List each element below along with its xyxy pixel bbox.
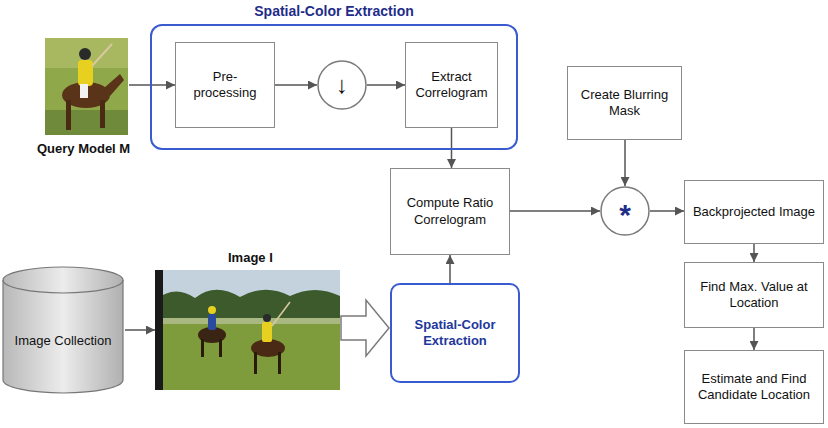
flow-arrow <box>753 244 755 262</box>
node-text: Backprojected Image <box>693 204 815 220</box>
hollow-arrow <box>341 300 389 356</box>
drawing-part <box>272 302 290 326</box>
input-arrow <box>129 84 175 86</box>
scene-photo <box>155 270 340 390</box>
drawing-part <box>79 48 91 60</box>
node-text: Compute Ratio Correlogram <box>395 195 505 228</box>
drawing-part <box>66 100 71 130</box>
drawing-part <box>45 110 128 135</box>
drawing-part <box>104 74 124 96</box>
drawing-part <box>263 314 271 322</box>
node-text: Extract Correlogram <box>410 69 493 102</box>
database-cylinder: Image Collection <box>2 266 124 394</box>
drawing-part <box>155 270 340 390</box>
process-box: Backprojected Image <box>684 180 824 244</box>
drawing-part <box>92 44 112 66</box>
process-box: Extract Correlogram <box>405 42 498 128</box>
drawing-part <box>254 352 257 374</box>
process-box: Create Blurring Mask <box>567 66 682 140</box>
operator-circle: ↓ <box>317 60 367 110</box>
circle-outline <box>318 61 366 109</box>
cylinder-body <box>3 267 123 393</box>
process-box: Estimate and Find Candidate Location <box>684 350 824 424</box>
flow-arrow <box>650 210 684 212</box>
flow-arrow <box>510 210 600 212</box>
circle-outline <box>601 187 649 235</box>
drawing-part <box>100 100 105 128</box>
flow-arrow <box>367 84 405 86</box>
node-text: Pre- processing <box>180 69 270 102</box>
collection-arrow <box>125 329 155 331</box>
drawing-part <box>155 270 163 390</box>
drawing-part <box>78 60 93 86</box>
node-text: ↓ <box>336 73 348 97</box>
drawing-part <box>262 322 272 342</box>
group-box: Spatial-Color ExtractionPre- processing↓… <box>150 24 518 150</box>
flow-arrow <box>753 328 755 350</box>
node-text: * <box>619 192 631 230</box>
drawing-part <box>80 84 88 98</box>
drawing-part <box>201 339 204 357</box>
drawing-part <box>155 318 340 324</box>
drawing-part <box>45 38 128 135</box>
process-box: Compute Ratio Correlogram <box>390 168 510 255</box>
drawing-part <box>155 290 340 318</box>
operator-circle: * <box>600 186 650 236</box>
group-box: Spatial-Color Extraction <box>390 283 520 383</box>
process-box: Pre- processing <box>175 42 275 128</box>
query-photo <box>45 38 128 135</box>
flow-arrow <box>449 255 451 283</box>
node-text: Spatial-Color Extraction <box>396 317 514 350</box>
node-text: Estimate and Find Candidate Location <box>689 371 819 404</box>
flow-arrow <box>624 140 626 186</box>
image-caption: Query Model M <box>37 141 130 156</box>
node-text: Image Collection <box>15 333 112 349</box>
flow-arrow <box>451 128 453 168</box>
drawing-part <box>278 352 281 374</box>
image-caption: Image I <box>228 250 273 265</box>
node-text: Create Blurring Mask <box>572 87 677 120</box>
cylinder-lid <box>3 280 123 293</box>
process-box: Find Max. Value at Location <box>684 262 824 328</box>
drawing-part <box>208 314 216 330</box>
cylinder-outline <box>2 266 124 394</box>
node-text: Find Max. Value at Location <box>689 279 819 312</box>
drawing-part <box>208 306 216 314</box>
drawing-part <box>219 339 222 357</box>
flow-arrow <box>275 84 317 86</box>
group-title: Spatial-Color Extraction <box>152 3 516 21</box>
